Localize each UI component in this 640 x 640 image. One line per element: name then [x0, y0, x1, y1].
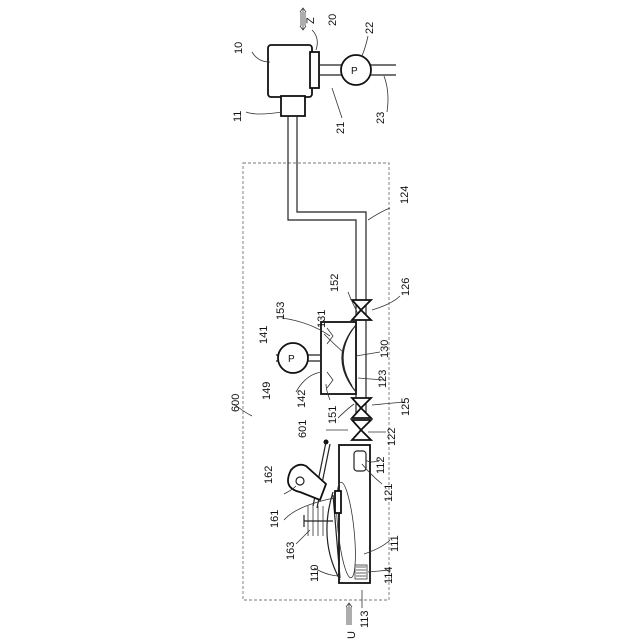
label-152: 152	[329, 274, 341, 292]
label-122: 122	[386, 428, 398, 446]
label-11: 11	[232, 111, 244, 122]
label-161: 161	[269, 510, 281, 528]
reference-labels: 10 11 Z 20 22 21 23 124 126 152 153 131 …	[230, 14, 412, 639]
label-600: 600	[230, 394, 242, 412]
label-10: 10	[233, 42, 245, 54]
label-124: 124	[399, 186, 411, 204]
valve-126	[352, 300, 371, 320]
head-unit-10	[268, 45, 319, 116]
label-126: 126	[400, 278, 412, 296]
label-121: 121	[383, 484, 395, 502]
label-125: 125	[400, 398, 412, 416]
pump-22-line: P	[319, 55, 396, 85]
label-131: 131	[316, 310, 328, 328]
label-u: U	[346, 631, 358, 639]
label-601: 601	[297, 420, 309, 438]
pump-141-letter: P	[288, 354, 295, 365]
pump-22-letter: P	[351, 66, 358, 77]
lever-mechanism	[288, 440, 341, 537]
label-151: 151	[327, 406, 339, 424]
label-149: 149	[261, 382, 273, 400]
label-162: 162	[263, 466, 275, 484]
label-111: 111	[389, 535, 401, 552]
label-123: 123	[377, 370, 389, 388]
label-114: 114	[383, 566, 395, 584]
label-153: 153	[275, 302, 287, 320]
label-142: 142	[296, 390, 308, 408]
label-z: Z	[305, 17, 317, 24]
label-112: 112	[375, 456, 387, 474]
label-110: 110	[309, 564, 321, 582]
label-23: 23	[375, 112, 387, 124]
u-direction-arrow	[346, 603, 352, 625]
label-21: 21	[335, 122, 347, 134]
label-22: 22	[364, 22, 376, 34]
pump-141: P	[276, 343, 321, 373]
label-141: 141	[258, 326, 270, 344]
valve-151	[352, 420, 371, 440]
valve-125	[352, 398, 371, 418]
label-113: 113	[359, 610, 371, 628]
label-20: 20	[327, 14, 339, 26]
chamber-130	[321, 322, 356, 394]
label-163: 163	[285, 542, 297, 560]
label-130: 130	[379, 340, 391, 358]
